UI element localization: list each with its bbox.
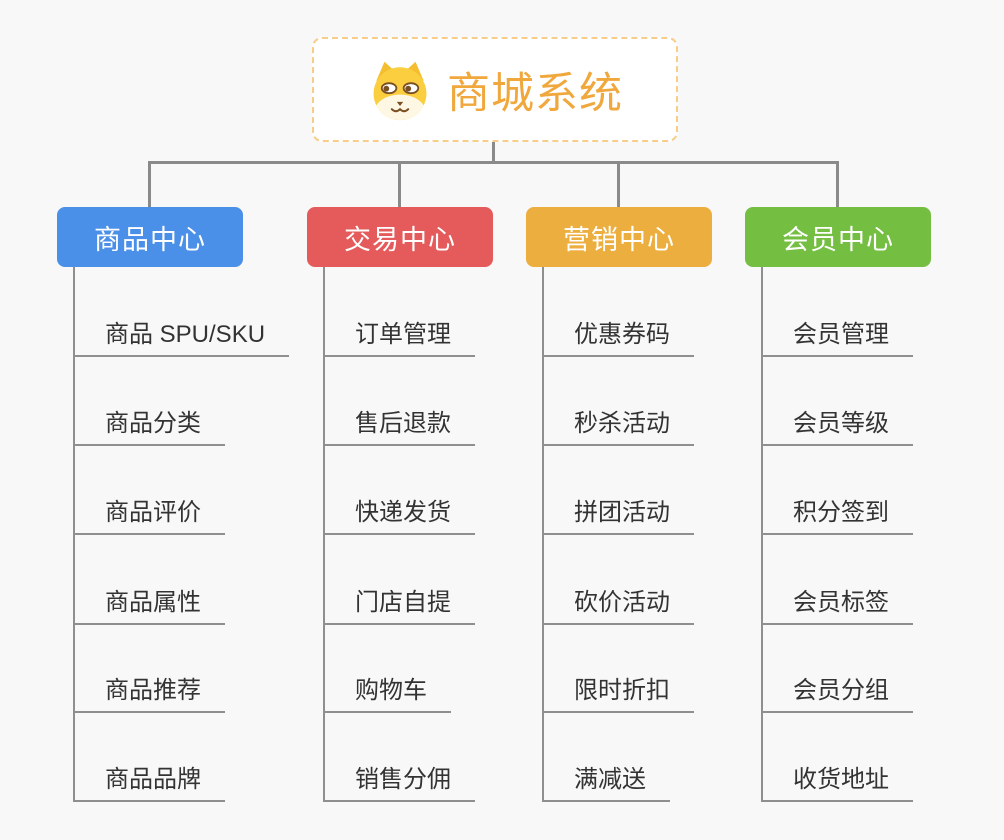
leaf-node[interactable]: 订单管理 (323, 319, 475, 357)
leaf-node[interactable]: 商品属性 (73, 587, 225, 625)
leaf-node[interactable]: 满减送 (542, 764, 670, 802)
leaf-node[interactable]: 秒杀活动 (542, 408, 694, 446)
connector-rail (149, 161, 839, 164)
leaf-node[interactable]: 销售分佣 (323, 764, 475, 802)
leaf-node[interactable]: 优惠券码 (542, 319, 694, 357)
branch-node-marketing-center[interactable]: 营销中心 (526, 207, 712, 267)
root-node[interactable]: 商城系统 (312, 37, 678, 142)
leaf-node[interactable]: 收货地址 (761, 764, 913, 802)
leaf-node[interactable]: 会员分组 (761, 675, 913, 713)
leaf-node[interactable]: 商品分类 (73, 408, 225, 446)
connector-drop-marketing (617, 161, 620, 208)
branch-node-trade-center[interactable]: 交易中心 (307, 207, 493, 267)
branch-node-member-center[interactable]: 会员中心 (745, 207, 931, 267)
leaf-node[interactable]: 会员管理 (761, 319, 913, 357)
branch-node-product-center[interactable]: 商品中心 (57, 207, 243, 267)
leaf-node[interactable]: 商品推荐 (73, 675, 225, 713)
leaf-node[interactable]: 会员标签 (761, 587, 913, 625)
leaf-node[interactable]: 商品 SPU/SKU (73, 319, 290, 357)
connector-drop-trade (398, 161, 401, 208)
connector-drop-member (836, 161, 839, 208)
leaf-node[interactable]: 购物车 (323, 675, 451, 713)
branch-label: 营销中心 (563, 224, 675, 255)
branch-label: 交易中心 (344, 224, 456, 255)
leaf-node[interactable]: 商品品牌 (73, 764, 225, 802)
dog-icon (373, 61, 427, 120)
leaf-node[interactable]: 砍价活动 (542, 587, 694, 625)
leaf-node[interactable]: 门店自提 (323, 587, 475, 625)
leaf-node[interactable]: 快递发货 (323, 497, 475, 535)
leaf-node[interactable]: 售后退款 (323, 408, 475, 446)
leaf-node[interactable]: 拼团活动 (542, 497, 694, 535)
leaf-node[interactable]: 积分签到 (761, 497, 913, 535)
connector-root-stem (492, 141, 495, 162)
leaf-node[interactable]: 限时折扣 (542, 675, 694, 713)
leaf-node[interactable]: 会员等级 (761, 408, 913, 446)
connector-drop-product (148, 161, 151, 208)
root-title: 商城系统 (447, 69, 623, 118)
branch-label: 会员中心 (782, 224, 894, 255)
leaf-node[interactable]: 商品评价 (73, 497, 225, 535)
branch-label: 商品中心 (94, 224, 206, 255)
